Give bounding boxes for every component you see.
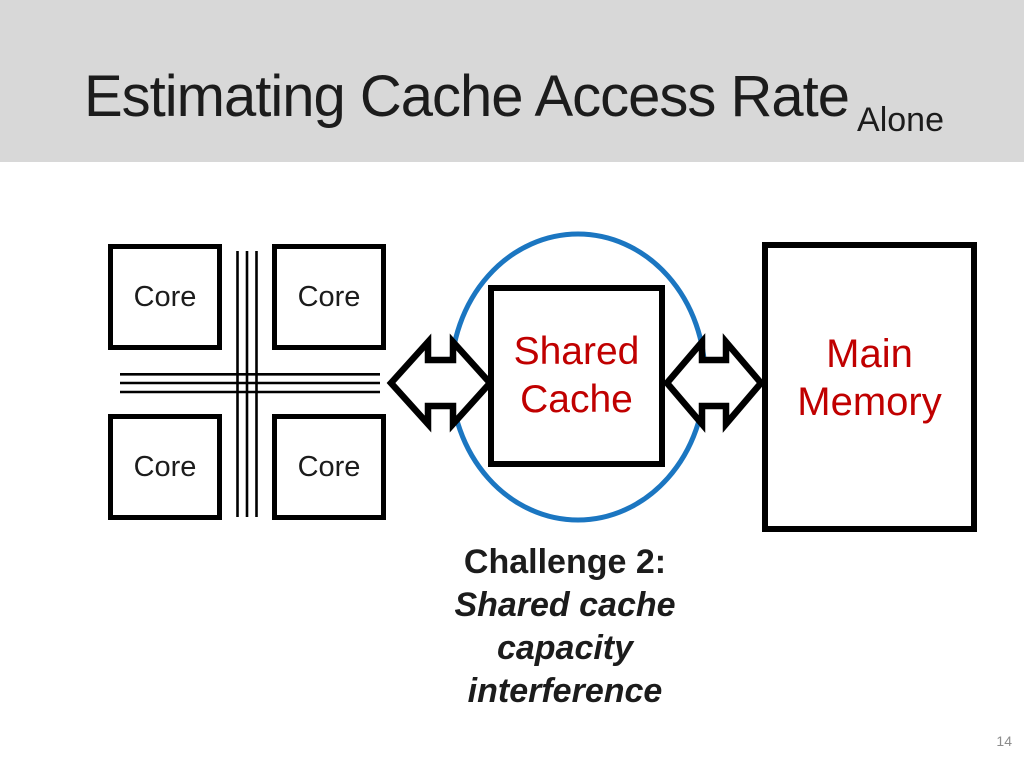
interconnect-lines — [120, 251, 380, 517]
core-box-bottom-left: Core — [108, 414, 222, 520]
page-number: 14 — [996, 733, 1012, 749]
shared-cache-box: Shared Cache — [488, 285, 665, 467]
core-box-top-left: Core — [108, 244, 222, 350]
main-memory-box: Main Memory — [762, 242, 977, 532]
double-arrow-right-icon — [662, 333, 766, 433]
caption: Challenge 2: Shared cache capacity inter… — [405, 541, 725, 713]
core-box-bottom-right: Core — [272, 414, 386, 520]
slide-title-subscript: Alone — [857, 101, 944, 139]
caption-heading: Challenge 2: — [463, 543, 667, 581]
double-arrow-left-icon — [386, 333, 495, 433]
core-box-top-right: Core — [272, 244, 386, 350]
caption-body: Shared cache capacity interference — [454, 586, 676, 710]
slide-title-text: Estimating Cache Access Rate — [84, 64, 850, 129]
